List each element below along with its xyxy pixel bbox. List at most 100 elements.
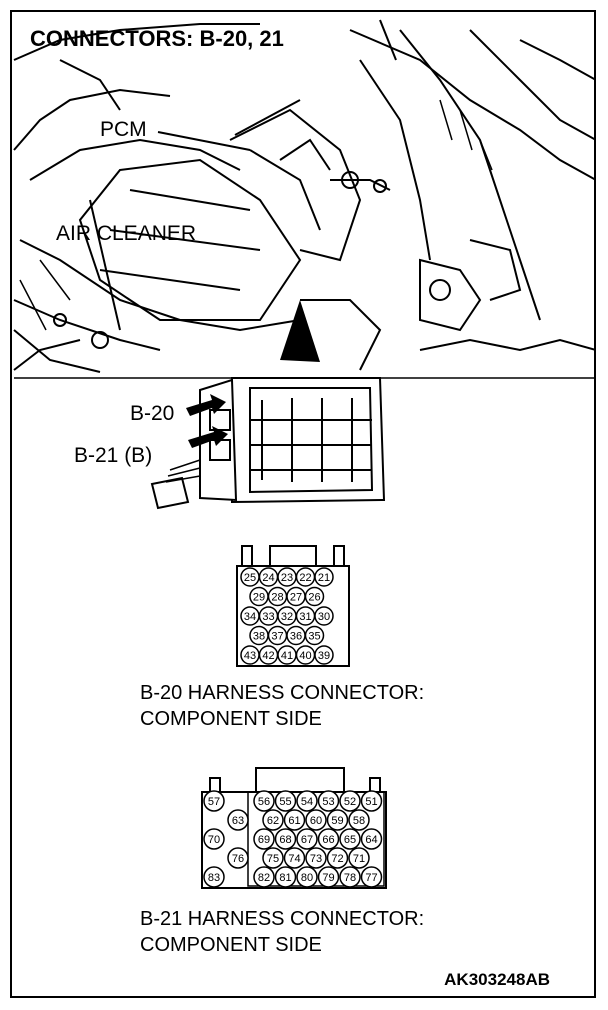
pin-number: 53: [322, 796, 334, 808]
b20-pin-42: 42: [258, 645, 279, 665]
pin-number: 30: [318, 611, 330, 623]
b20-pin-24: 24: [258, 567, 279, 587]
b21-pin-82: 82: [253, 866, 275, 888]
pin-number: 63: [232, 815, 244, 827]
pin-number: 25: [244, 572, 256, 584]
pin-number: 33: [262, 611, 274, 623]
b20-pin-43: 43: [240, 645, 260, 665]
b21-pin-83: 83: [203, 866, 225, 888]
pin-number: 58: [353, 815, 365, 827]
b20-pin-32: 32: [277, 606, 297, 626]
b21-pin-56: 56: [253, 790, 275, 812]
b21-pin-69: 69: [253, 828, 275, 850]
pin-number: 35: [308, 631, 320, 643]
pcm-label: PCM: [100, 118, 147, 141]
b20-pin-41: 41: [277, 645, 297, 665]
pin-number: 61: [288, 815, 300, 827]
pin-number: 76: [232, 853, 244, 865]
b21-pin-68: 68: [274, 828, 297, 850]
b21-pin-78: 78: [339, 866, 361, 888]
pin-number: 51: [365, 796, 377, 808]
b21-pin-79: 79: [317, 866, 340, 888]
b20-pin-28: 28: [267, 586, 288, 607]
b21-pin-54: 54: [296, 790, 318, 812]
b21-pins: 57 63 70 76 83 56 55 54 53 52 51 62 61 60 59 58 69 68 67 66…: [203, 790, 383, 888]
pin-number: 68: [279, 834, 291, 846]
b21-pin-52: 52: [339, 790, 361, 812]
b21-pin-72: 72: [326, 847, 349, 869]
b20-caption: B-20 HARNESS CONNECTOR: COMPONENT SIDE: [140, 680, 424, 732]
b21-pin-59: 59: [326, 809, 349, 831]
b21-pin-61: 61: [283, 809, 306, 831]
pin-number: 28: [271, 592, 283, 604]
pin-number: 57: [208, 796, 220, 808]
pin-number: 43: [244, 650, 256, 662]
b20-pin-33: 33: [258, 606, 279, 626]
b21-pin-57: 57: [203, 790, 225, 812]
pin-number: 22: [299, 572, 311, 584]
b21-pin-74: 74: [283, 847, 306, 869]
pin-number: 56: [258, 796, 270, 808]
pin-number: 66: [322, 834, 334, 846]
air-cleaner-label: AIR CLEANER: [56, 222, 197, 245]
b20-pin-25: 25: [240, 567, 260, 587]
b20-pin-29: 29: [249, 586, 269, 607]
b21-pin-62: 62: [262, 809, 284, 831]
b20-pin-34: 34: [240, 606, 260, 626]
b20-pin-37: 37: [267, 625, 288, 646]
pin-number: 40: [299, 650, 311, 662]
pin-number: 29: [253, 592, 265, 604]
figure-id: AK303248AB: [444, 970, 550, 989]
b21-pin-71: 71: [348, 847, 370, 869]
b20-pin-38: 38: [249, 625, 269, 646]
pin-number: 37: [271, 631, 283, 643]
b20-caption-line2: COMPONENT SIDE: [140, 708, 322, 730]
b21-pin-80: 80: [296, 866, 318, 888]
b21-pin-60: 60: [305, 809, 327, 831]
b20-callout-label: B-20: [130, 402, 175, 425]
pin-number: 52: [344, 796, 356, 808]
pin-number: 74: [288, 853, 300, 865]
b21-pin-65: 65: [339, 828, 361, 850]
b20-pin-27: 27: [286, 586, 306, 607]
pin-number: 27: [290, 592, 302, 604]
b20-arrow: [186, 394, 226, 416]
pin-number: 67: [301, 834, 313, 846]
pin-number: 36: [290, 631, 302, 643]
detail-pointer-wedge: [280, 300, 320, 362]
pin-number: 62: [267, 815, 279, 827]
pin-number: 78: [344, 872, 356, 884]
pin-number: 24: [262, 572, 274, 584]
b21-pin-75: 75: [262, 847, 284, 869]
b21-pin-63: 63: [227, 809, 249, 831]
pin-number: 72: [331, 853, 343, 865]
pin-number: 83: [208, 872, 220, 884]
pin-number: 59: [331, 815, 343, 827]
pin-number: 38: [253, 631, 265, 643]
pin-number: 34: [244, 611, 256, 623]
pin-number: 79: [322, 872, 334, 884]
b21-pin-81: 81: [274, 866, 297, 888]
pin-number: 39: [318, 650, 330, 662]
b21-caption: B-21 HARNESS CONNECTOR: COMPONENT SIDE: [140, 906, 424, 958]
b20-caption-line1: B-20 HARNESS CONNECTOR:: [140, 682, 425, 704]
b21-pin-73: 73: [305, 847, 327, 869]
b21-pin-67: 67: [296, 828, 318, 850]
b21-pin-66: 66: [317, 828, 340, 850]
pin-number: 54: [301, 796, 313, 808]
pin-number: 65: [344, 834, 356, 846]
pin-number: 23: [281, 572, 293, 584]
engine-bay-lineart: [13, 19, 596, 373]
b20-pin-40: 40: [295, 645, 316, 665]
pin-number: 82: [258, 872, 270, 884]
b21-pin-55: 55: [274, 790, 297, 812]
pin-number: 71: [353, 853, 365, 865]
b20-pin-21: 21: [314, 567, 334, 587]
b21-arrow: [188, 426, 228, 448]
b20-pin-35: 35: [304, 625, 325, 646]
b21-pin-51: 51: [360, 790, 383, 812]
pin-number: 70: [208, 834, 220, 846]
b21-callout-label: B-21 (B): [74, 444, 153, 467]
